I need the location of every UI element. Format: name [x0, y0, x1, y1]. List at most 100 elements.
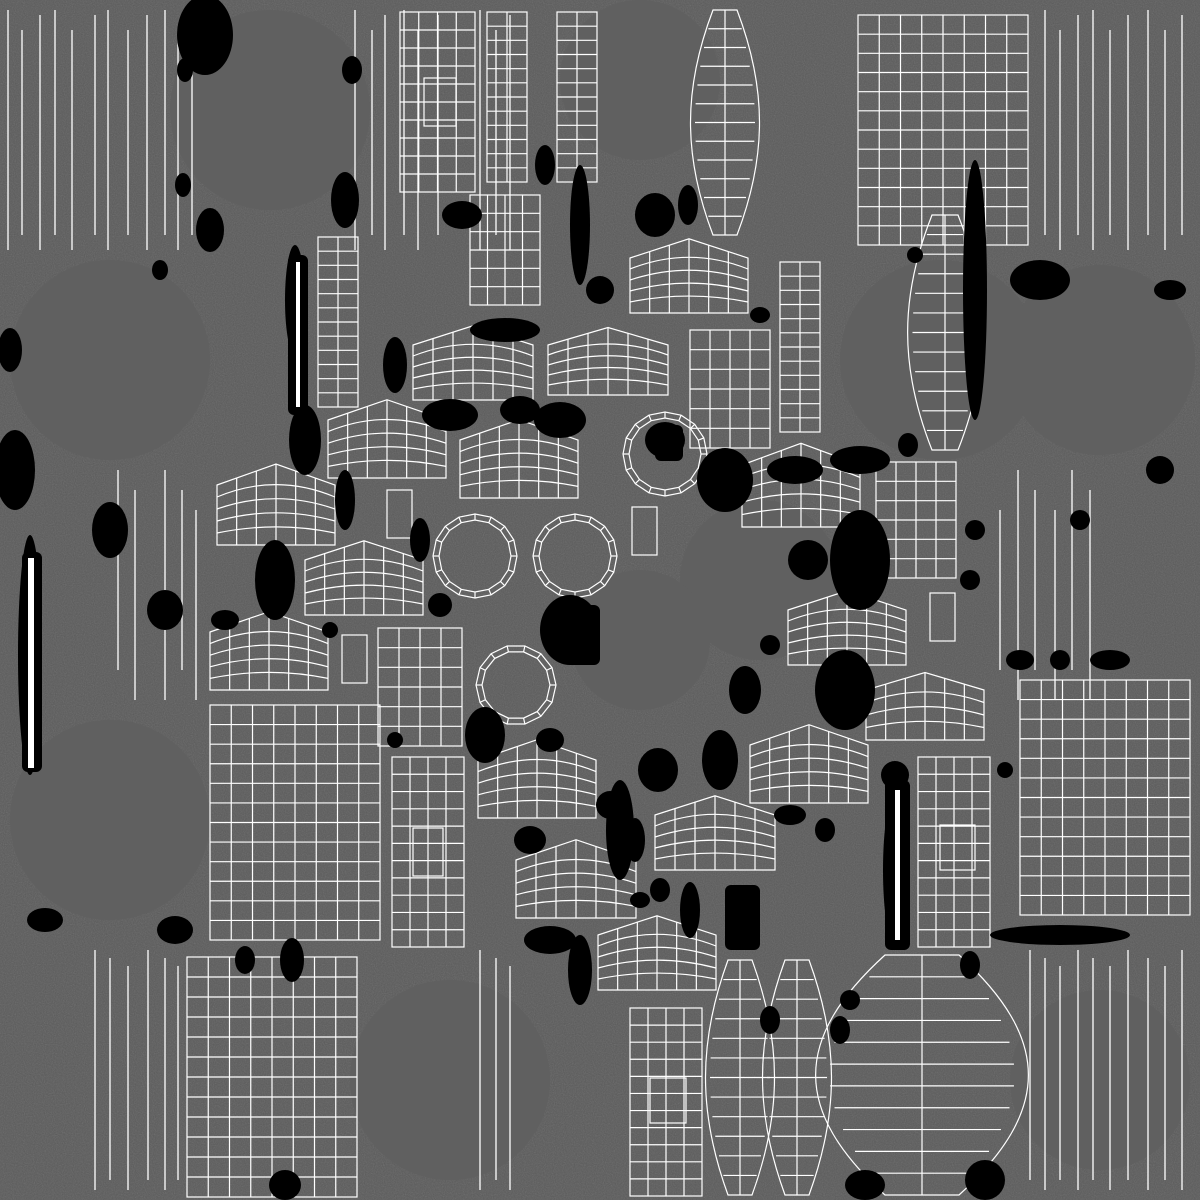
uv-tent-13: [749, 724, 869, 804]
uv-mask-blob: [729, 666, 761, 714]
uv-mask-blob: [92, 502, 128, 558]
uv-mask-blob: [465, 707, 505, 763]
uv-mask-blob: [678, 185, 698, 225]
uv-mask-blob: [269, 1170, 301, 1200]
uv-mask-blob: [845, 1170, 885, 1200]
uv-curved-panel-c: [689, 329, 771, 449]
uv-grid-mid-right: [917, 756, 991, 948]
uv-frame-i: [939, 824, 976, 871]
uv-highlight-strip: [895, 790, 900, 940]
uv-tent-2: [547, 326, 669, 396]
uv-curved-panel-b: [377, 627, 463, 747]
uv-mask-blob: [750, 307, 770, 323]
uv-mask-blob: [0, 328, 22, 372]
uv-mask-blob: [1070, 510, 1090, 530]
uv-spindle-bottom-b: [761, 959, 833, 1196]
uv-grid-torso-top: [857, 14, 1029, 246]
uv-mask-blob: [235, 946, 255, 974]
uv-tent-16: [597, 915, 717, 991]
uv-frame-d: [929, 592, 956, 642]
uv-mask-blob: [410, 518, 430, 562]
uv-mask-bar: [565, 605, 600, 665]
uv-spindle-top: [689, 9, 761, 236]
uv-tent-15: [515, 839, 637, 919]
uv-mask-blob: [422, 399, 478, 431]
uv-grid-bottom: [629, 1007, 703, 1197]
uv-frame-g: [423, 77, 457, 127]
uv-mask-blob: [697, 448, 753, 512]
uv-highlight-strip: [296, 262, 300, 407]
uv-mask-blob: [960, 570, 980, 590]
uv-mask-blob: [1050, 650, 1070, 670]
radial-fill-regions: [10, 0, 1195, 1180]
uv-ring-b: [532, 513, 618, 599]
uv-curved-panel-a: [469, 194, 541, 306]
uv-ring-d: [475, 645, 557, 725]
uv-mask-bar: [655, 425, 683, 461]
uv-tent-5: [629, 238, 749, 314]
uv-mask-blob: [815, 650, 875, 730]
uv-mask-blob: [815, 818, 835, 842]
uv-grid-large-left: [209, 704, 381, 941]
uv-mask-blob: [586, 276, 614, 304]
uv-mask-blob: [387, 732, 403, 748]
uv-mask-blob: [830, 510, 890, 610]
uv-mask-blob: [1146, 456, 1174, 484]
uv-mask-blob: [535, 145, 555, 185]
uv-tent-11: [865, 671, 985, 741]
uv-mask-bar: [725, 885, 760, 950]
uv-mask-blob: [331, 172, 359, 228]
uv-mask-blob: [963, 160, 987, 420]
uv-tent-4: [459, 419, 579, 499]
uv-ring-a: [432, 513, 518, 599]
uv-wire-layer: [186, 9, 1191, 1198]
uv-tent-12: [477, 739, 597, 819]
uv-grid-strip-b: [779, 261, 821, 433]
uv-mask-blob: [568, 935, 592, 1005]
uv-mask-blob: [514, 826, 546, 854]
uv-mask-blob: [907, 247, 923, 263]
uv-mask-blob: [322, 622, 338, 638]
uv-mask-blob: [536, 728, 564, 752]
uv-mask-blob: [534, 402, 586, 438]
uv-grid-top-2: [486, 11, 528, 183]
uv-mask-blob: [760, 1006, 780, 1034]
uv-mask-blob: [650, 878, 670, 902]
uv-mask-blob: [767, 456, 823, 484]
uv-mask-blob: [524, 926, 576, 954]
uv-grid-mid-left: [391, 756, 465, 948]
uv-mask-blob: [211, 610, 239, 630]
uv-mask-blob: [760, 635, 780, 655]
uv-mask-blob: [27, 908, 63, 932]
uv-mask-blob: [1090, 650, 1130, 670]
uv-grid-strip-a: [317, 236, 359, 408]
uv-mask-blob: [428, 593, 452, 617]
uv-mask-blob: [289, 405, 321, 475]
uv-mask-blob: [147, 590, 183, 630]
uv-mask-blob: [177, 0, 233, 75]
uv-mask-blob: [997, 762, 1013, 778]
uv-frame-c: [341, 634, 368, 684]
uv-mask-blob: [638, 748, 678, 792]
uv-mask-blob: [898, 433, 918, 457]
uv-spindle-bottom-a: [704, 959, 776, 1196]
uv-mask-blob: [630, 892, 650, 908]
uv-mask-blob: [442, 201, 482, 229]
uv-mask-blob: [635, 193, 675, 237]
uv-tent-10: [787, 590, 907, 666]
uv-mask-blob: [774, 805, 806, 825]
uv-mask-blob: [1006, 650, 1034, 670]
uv-highlight-strip: [28, 558, 34, 768]
uv-mask-blob: [152, 260, 168, 280]
uv-mask-blob: [965, 520, 985, 540]
uv-mask-blob: [990, 925, 1130, 945]
uv-mask-blob: [175, 173, 191, 197]
uv-mask-blob: [830, 1016, 850, 1044]
uv-mask-blob: [960, 951, 980, 979]
uv-vase-shape: [815, 954, 1029, 1196]
uv-mask-blob: [177, 58, 193, 82]
uv-mask-blob: [570, 165, 590, 285]
uv-mask-blob: [840, 990, 860, 1010]
